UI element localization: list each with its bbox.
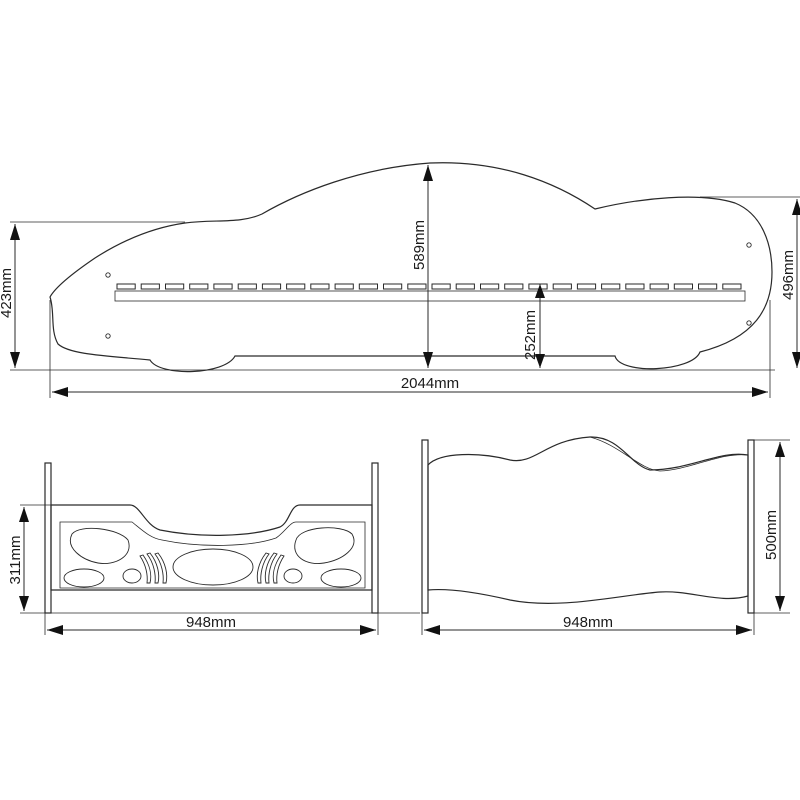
front-view-left-fog-light	[63, 568, 105, 588]
side-view-slat	[334, 283, 354, 290]
front-view-right-post	[371, 462, 379, 614]
side-view-slat	[286, 283, 306, 290]
length-label: 2044mm	[401, 375, 459, 392]
side-view-slat	[213, 283, 233, 290]
side-view-slat	[383, 283, 403, 290]
frame-height-label: 252mm	[522, 310, 539, 360]
front-view-width-label: 948mm	[186, 614, 236, 631]
arrow-head	[423, 165, 433, 181]
side-view-slat	[504, 283, 524, 290]
rear-view-right-post	[747, 439, 755, 614]
side-view-slat	[698, 283, 718, 290]
arrow-head	[47, 625, 63, 635]
arrow-head	[360, 625, 376, 635]
front-view-left-headlight	[70, 527, 130, 564]
side-view-slat	[673, 283, 693, 290]
rear-view-height-label: 500mm	[763, 510, 780, 560]
side-view-slat	[528, 283, 548, 290]
arrow-head	[424, 625, 440, 635]
rear-view-left-post	[421, 439, 429, 614]
rear-view-width-label: 948mm	[563, 614, 613, 631]
rear-view-panel-inner	[589, 436, 749, 472]
side-view-slat	[116, 283, 136, 290]
side-view-slat	[310, 283, 330, 290]
front-view-panel-inner	[59, 521, 366, 589]
front-view-right-fog-light	[320, 568, 362, 588]
height-label: 589mm	[411, 220, 428, 270]
side-view-slat	[407, 283, 427, 290]
arrow-head	[535, 284, 545, 298]
side-view-slat	[189, 283, 209, 290]
arrow-head	[19, 596, 29, 611]
arrow-head	[423, 352, 433, 368]
front-view-panel-outline	[50, 504, 373, 591]
side-view-slat	[649, 283, 669, 290]
rear-view: 500mm 948mm	[421, 436, 790, 635]
side-view-slat	[455, 283, 475, 290]
arrow-head	[752, 387, 768, 397]
side-view-slats	[116, 283, 742, 290]
side-view-slat	[552, 283, 572, 290]
side-view-slat	[237, 283, 257, 290]
arrow-head	[792, 199, 800, 215]
front-view-left-vents	[139, 552, 168, 584]
front-view-center-grille	[172, 548, 254, 586]
side-view-fixing-hole	[105, 333, 111, 339]
side-view-slat	[480, 283, 500, 290]
side-view-slat	[165, 283, 185, 290]
side-view-fixing-hole	[746, 242, 752, 248]
side-view-car-body-outline	[49, 162, 773, 373]
arrow-head	[52, 387, 68, 397]
side-view-slat	[358, 283, 378, 290]
side-view-slat	[140, 283, 160, 290]
arrow-head	[10, 352, 20, 368]
side-view-fixing-hole	[105, 272, 111, 278]
arrow-head	[736, 625, 752, 635]
front-view-left-post	[44, 462, 52, 614]
arrow-head	[792, 352, 800, 368]
side-view-slat-rail	[114, 290, 746, 302]
side-view-fixing-hole	[746, 320, 752, 326]
rear-view-panel-outline	[427, 436, 749, 604]
front-height-label: 423mm	[0, 268, 15, 318]
rear-height-label: 496mm	[780, 250, 797, 300]
arrow-head	[10, 224, 20, 240]
side-view-slat	[625, 283, 645, 290]
arrow-head	[775, 442, 785, 457]
front-view-height-label: 311mm	[7, 536, 24, 585]
side-view-slat	[601, 283, 621, 290]
front-view-right-headlight	[294, 527, 355, 564]
front-view: 311mm 948mm	[7, 462, 420, 635]
side-view-slat	[431, 283, 451, 290]
front-view-left-small-light	[122, 568, 142, 584]
front-view-right-vents	[256, 552, 285, 584]
front-view-right-small-light	[283, 568, 303, 584]
side-view-slat	[722, 283, 742, 290]
arrow-head	[19, 507, 29, 522]
arrow-head	[535, 354, 545, 368]
arrow-head	[775, 596, 785, 611]
side-view-slat	[261, 283, 282, 290]
side-view-slat	[576, 283, 597, 290]
side-view: 2044mm 589mm 423mm 496mm 252mm	[0, 162, 800, 398]
